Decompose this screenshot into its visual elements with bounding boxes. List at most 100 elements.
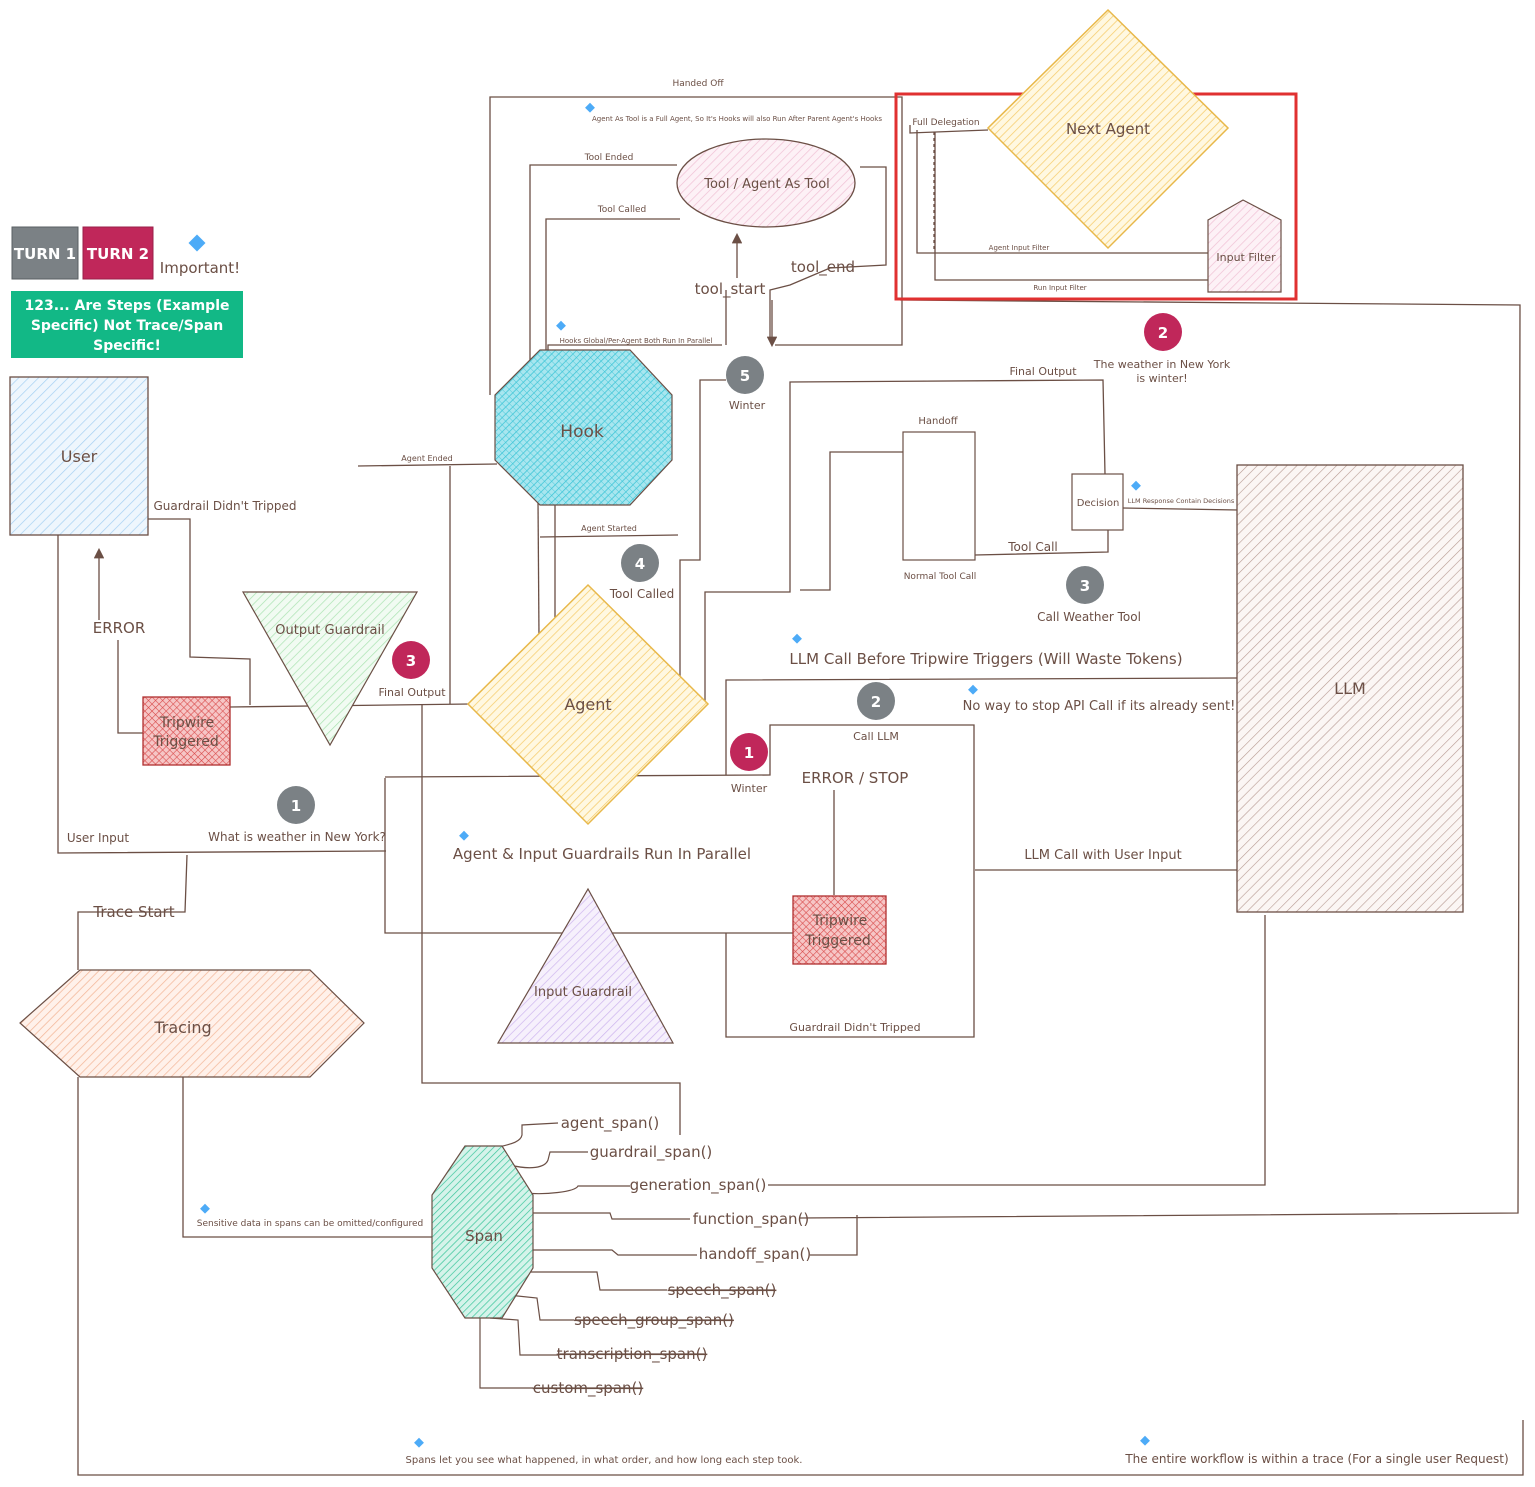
diamond-icon xyxy=(792,633,802,644)
generation-span-label: generation_span() xyxy=(630,1176,767,1195)
span-function-list: agent_span() guardrail_span() generation… xyxy=(533,1114,811,1398)
tool-label: Tool / Agent As Tool xyxy=(703,177,830,192)
important-label: Important! xyxy=(160,259,240,277)
guardrail-span-label: guardrail_span() xyxy=(590,1143,713,1162)
diamond-icon xyxy=(556,320,566,331)
step-badge-gray-1: 1 xyxy=(277,786,315,824)
diamond-icon xyxy=(1131,480,1141,491)
tripwire-input-line2: Triggered xyxy=(804,933,870,949)
tripwire-input-node: Tripwire Triggered xyxy=(792,895,887,965)
input-guardrail-node: Input Guardrail xyxy=(496,887,675,1044)
tool-node: Tool / Agent As Tool xyxy=(676,138,856,228)
handoff-node xyxy=(902,431,976,561)
llm-node: LLM xyxy=(1236,464,1464,913)
handed-off-label: Handed Off xyxy=(672,79,724,89)
tool-called-small-label: Tool Called xyxy=(597,205,646,215)
spans-note-label: Spans let you see what happened, in what… xyxy=(406,1455,803,1466)
legend: TURN 1 TURN 2 Important! 123... Are Step… xyxy=(11,226,243,358)
tool-start-label: tool_start xyxy=(695,280,766,299)
input-filter-node: Input Filter xyxy=(1207,199,1282,293)
next-agent-label: Next Agent xyxy=(1066,120,1150,138)
diamond-icon xyxy=(968,684,978,695)
diamond-icon xyxy=(200,1203,210,1214)
svg-text:1: 1 xyxy=(291,797,301,815)
llm-call-user-input-label: LLM Call with User Input xyxy=(1024,848,1181,863)
strike-lines xyxy=(535,1289,774,1389)
steps-note-line3: Specific! xyxy=(93,338,161,354)
svg-text:4: 4 xyxy=(635,555,645,573)
handoff-span-label: handoff_span() xyxy=(699,1245,811,1264)
llm-decisions-label: LLM Response Contain Decisions xyxy=(1128,497,1235,505)
diamond-icon xyxy=(414,1437,424,1448)
span-label: Span xyxy=(465,1227,503,1245)
tripwire-output-line2: Triggered xyxy=(152,734,218,750)
note-diamond-icons xyxy=(200,102,1150,1448)
steps-note-line1: 123... Are Steps (Example xyxy=(24,298,229,314)
tool-called-label: Tool Called xyxy=(609,587,675,601)
svg-text:2: 2 xyxy=(871,693,881,711)
llm-label: LLM xyxy=(1334,679,1366,698)
agent-span-label: agent_span() xyxy=(561,1114,660,1133)
final-output-left-label: Final Output xyxy=(378,686,446,699)
function-span-label: function_span() xyxy=(693,1210,810,1229)
agent-input-filter-label: Agent Input Filter xyxy=(989,244,1050,252)
handoff-label: Handoff xyxy=(918,416,958,427)
user-label: User xyxy=(61,447,98,466)
call-llm-label: Call LLM xyxy=(853,730,899,743)
step-badge-red-2: 2 xyxy=(1144,313,1182,351)
diamond-icon xyxy=(459,830,469,841)
agent-as-tool-note: Agent As Tool is a Full Agent, So It's H… xyxy=(592,115,882,123)
agent-input-parallel-label: Agent & Input Guardrails Run In Parallel xyxy=(453,845,751,863)
user-input-label: User Input xyxy=(67,831,130,845)
step-badge-red-3: 3 xyxy=(392,641,430,679)
input-filter-label: Input Filter xyxy=(1216,251,1276,264)
svg-text:3: 3 xyxy=(1080,577,1090,595)
final-output-top-label: Final Output xyxy=(1009,365,1077,378)
turn2-badge xyxy=(82,226,154,280)
guardrail-didnt-tripped-top: Guardrail Didn't Tripped xyxy=(153,499,296,513)
llm-before-tripwire-label: LLM Call Before Tripwire Triggers (Will … xyxy=(789,650,1182,668)
winter-label-5: Winter xyxy=(729,399,766,412)
agent-started-label: Agent Started xyxy=(581,524,637,533)
decision-label: Decision xyxy=(1077,498,1120,509)
tripwire-input-line1: Tripwire xyxy=(812,913,867,929)
weather-answer-line1: The weather in New York xyxy=(1093,358,1231,371)
tool-call-label: Tool Call xyxy=(1007,540,1058,554)
agent-label: Agent xyxy=(564,695,611,714)
hook-label: Hook xyxy=(560,422,604,442)
full-delegation-label: Full Delegation xyxy=(912,118,979,128)
steps-note xyxy=(11,291,243,358)
decision-node: Decision xyxy=(1071,473,1124,531)
output-guardrail-node: Output Guardrail xyxy=(241,591,419,747)
guardrail-didnt-tripped-bottom: Guardrail Didn't Tripped xyxy=(789,1021,920,1034)
step-badge-gray-5: 5 xyxy=(726,356,764,394)
turn1-badge xyxy=(11,226,79,280)
error-stop-label: ERROR / STOP xyxy=(802,769,909,787)
trace-note-label: The entire workflow is within a trace (F… xyxy=(1124,1452,1508,1466)
tripwire-output-line1: Tripwire xyxy=(159,715,214,731)
run-input-filter-label: Run Input Filter xyxy=(1033,284,1086,292)
agent-node: Agent xyxy=(466,583,710,826)
svg-text:3: 3 xyxy=(406,652,416,670)
svg-text:2: 2 xyxy=(1158,324,1168,342)
edge-labels: Handed Off Agent As Tool is a Full Agent… xyxy=(67,79,1509,1466)
diamond-icon xyxy=(585,102,595,113)
user-node: User xyxy=(9,376,149,536)
sensitive-data-label: Sensitive data in spans can be omitted/c… xyxy=(197,1219,424,1229)
call-weather-tool-label: Call Weather Tool xyxy=(1037,610,1141,624)
tracing-node: Tracing xyxy=(19,969,365,1078)
winter-label-1: Winter xyxy=(731,782,768,795)
output-guardrail-label: Output Guardrail xyxy=(275,623,384,638)
diamond-icon xyxy=(188,234,206,252)
diamond-icon xyxy=(1140,1435,1150,1446)
turn2-label: TURN 2 xyxy=(87,245,149,263)
svg-text:5: 5 xyxy=(740,367,750,385)
span-connectors xyxy=(479,1122,697,1389)
agent-ended-label: Agent Ended xyxy=(401,454,452,463)
step-badge-gray-3: 3 xyxy=(1066,566,1104,604)
weather-answer-line2: is winter! xyxy=(1136,372,1187,385)
trace-start-label: Trace Start xyxy=(92,903,174,921)
tripwire-output-node: Tripwire Triggered xyxy=(142,696,231,766)
tracing-label: Tracing xyxy=(153,1018,211,1037)
